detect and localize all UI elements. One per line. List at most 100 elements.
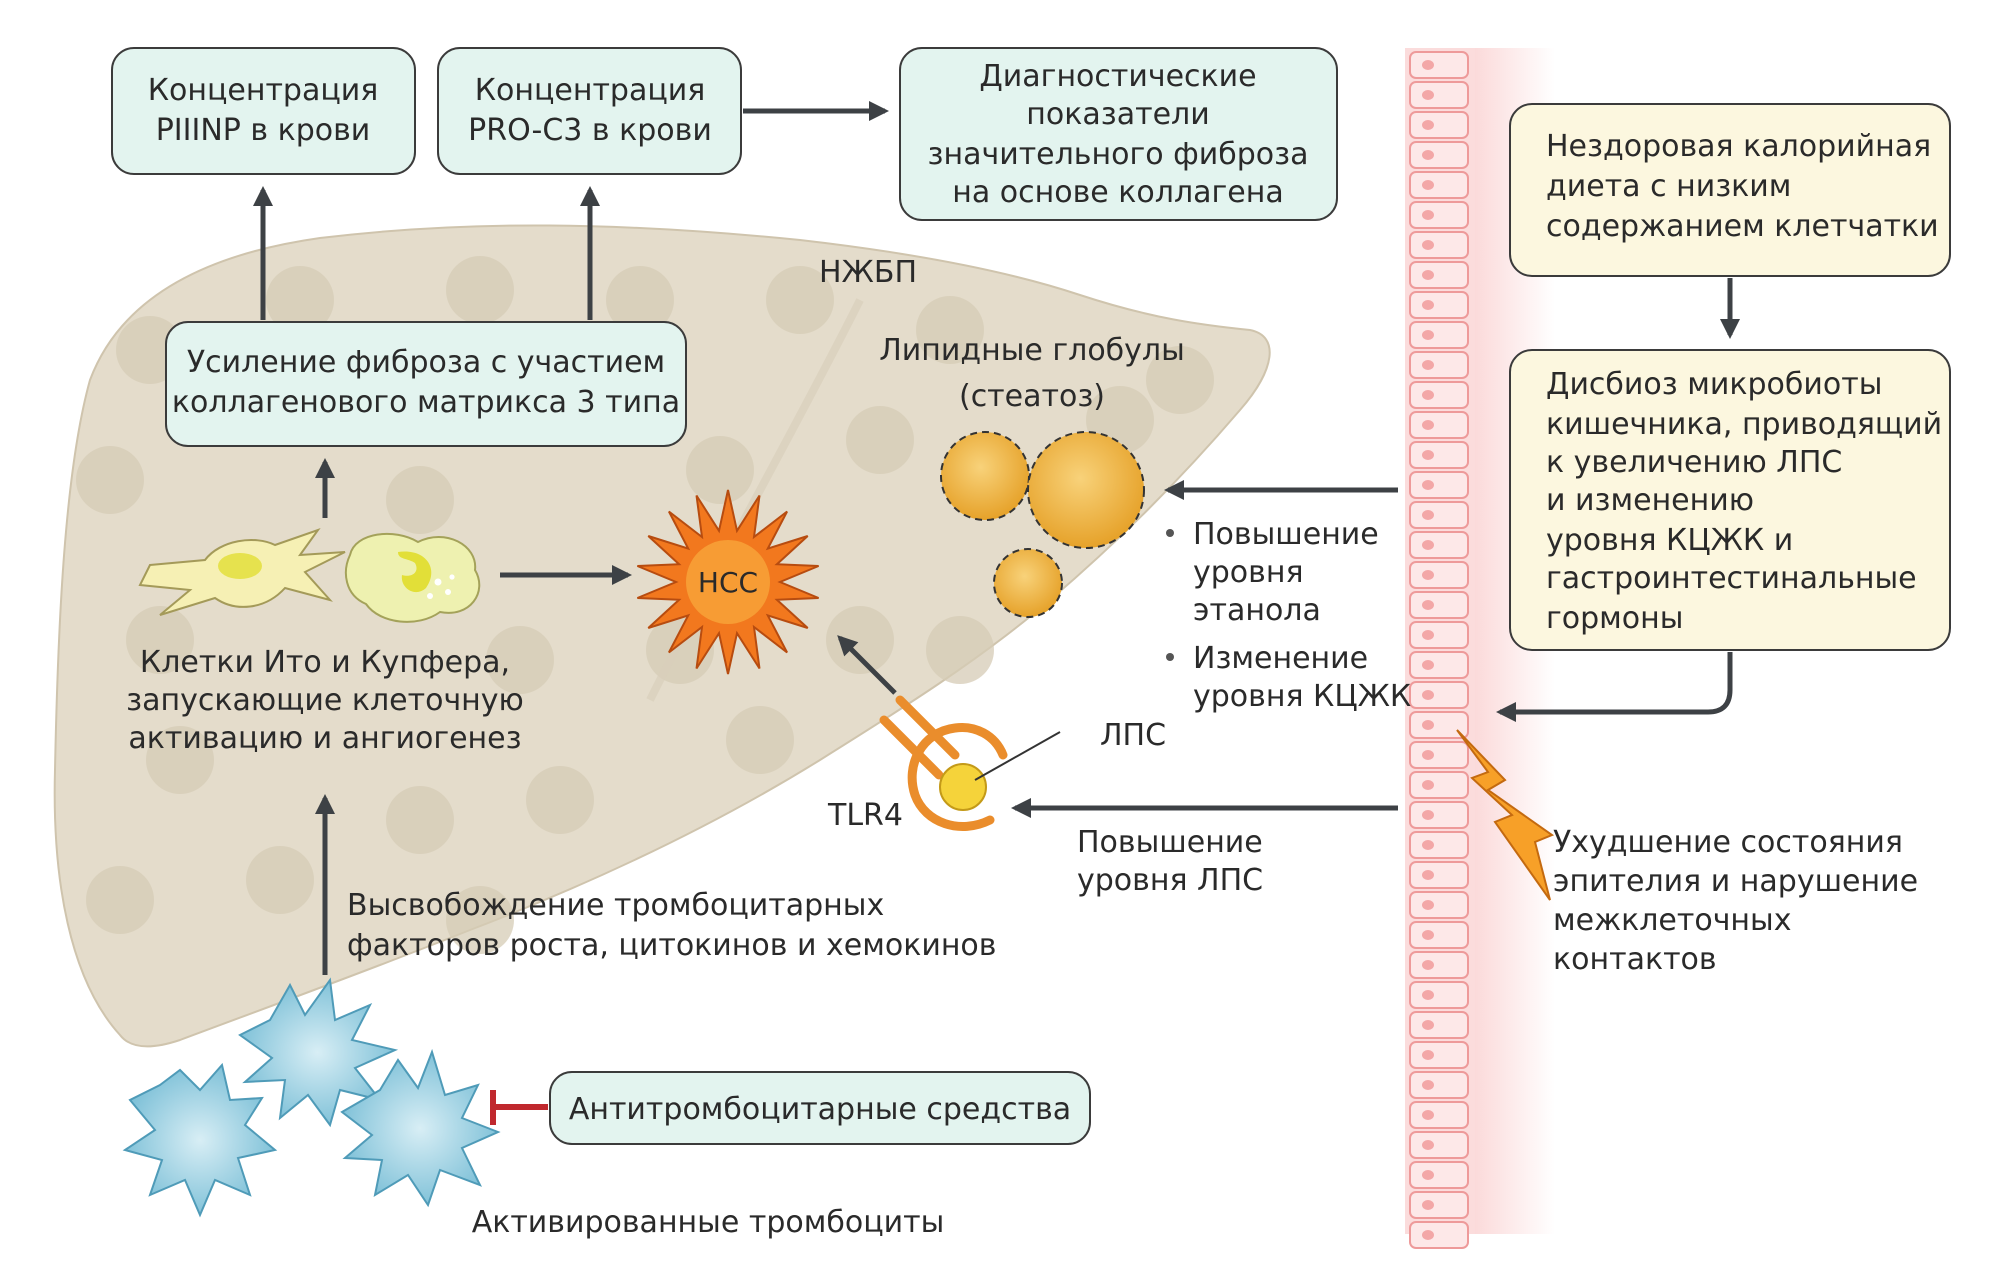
box-diagnostic: Диагностические показатели значительного… <box>899 47 1338 221</box>
proc3-line-2: PRO-C3 в крови <box>468 113 712 148</box>
diet-line-1: Нездоровая калорийная <box>1546 129 1931 164</box>
epithelial-nucleus <box>1422 1020 1434 1030</box>
epithelial-nucleus <box>1422 960 1434 970</box>
epithelial-nucleus <box>1422 510 1434 520</box>
epithelial-nucleus <box>1422 570 1434 580</box>
epithelial-cell <box>1409 921 1469 949</box>
liver-lobule <box>766 266 834 334</box>
diet-line-2: диета с низким <box>1546 169 1791 204</box>
epithelial-cell <box>1409 411 1469 439</box>
arrow-tlr4-to-hcc <box>837 635 897 695</box>
diagnostic-line-3: значительного фиброза <box>928 137 1309 172</box>
epithelial-cell <box>1409 771 1469 799</box>
epithelial-cell <box>1409 561 1469 589</box>
lps-label: ЛПС <box>1100 718 1166 753</box>
dysbiosis-line-1: Дисбиоз микробиоты <box>1546 367 1882 402</box>
epithelial-cell <box>1409 531 1469 559</box>
dysbiosis-line-6: гастроинтестинальные <box>1546 561 1917 596</box>
epithelium-line-1: Ухудшение состояния <box>1553 825 1903 860</box>
epithelial-nucleus <box>1422 1170 1434 1180</box>
epithelial-nucleus <box>1422 1140 1434 1150</box>
epithelium-line-2: эпителия и нарушение <box>1553 864 1918 899</box>
dysbiosis-line-3: к увеличению ЛПС <box>1546 445 1842 480</box>
epithelial-cell <box>1409 501 1469 529</box>
release-line-1: Высвобождение тромбоцитарных <box>347 888 884 923</box>
box-dysbiosis: Дисбиоз микробиоты кишечника, приводящий… <box>1509 349 1951 651</box>
liver-lobule <box>266 266 334 334</box>
proc3-line-1: Концентрация <box>475 73 706 108</box>
hcc-label: HCC <box>698 566 758 599</box>
antiplatelet-label: Антитромбоцитарные средства <box>569 1092 1071 1127</box>
epithelial-cell <box>1409 201 1469 229</box>
dysbiosis-line-5: уровня КЦЖК и <box>1546 523 1793 558</box>
lps-increase-line-2: уровня ЛПС <box>1077 863 1263 898</box>
epithelial-cell <box>1409 651 1469 679</box>
epithelial-cell <box>1409 801 1469 829</box>
piiinp-line-2: PIIINP в крови <box>156 113 371 148</box>
lightning-icon <box>1456 729 1555 901</box>
epithelial-cell <box>1409 1071 1469 1099</box>
epithelial-cell <box>1409 681 1469 709</box>
liver-lobule <box>86 866 154 934</box>
epithelial-nucleus <box>1422 270 1434 280</box>
epithelial-nucleus <box>1422 600 1434 610</box>
epithelial-nucleus <box>1422 540 1434 550</box>
scfa-line-2: уровня КЦЖК <box>1193 679 1411 714</box>
diagnostic-line-4: на основе коллагена <box>952 175 1283 210</box>
epithelial-cell <box>1409 291 1469 319</box>
ito-kupffer-line-1: Клетки Ито и Купфера, <box>140 645 510 680</box>
kupffer-cell <box>344 532 481 623</box>
liver-lobule <box>126 606 194 674</box>
activated-platelets <box>122 977 501 1218</box>
liver-lobule <box>246 846 314 914</box>
fibrosis-line-1: Усиление фиброза с участием <box>187 345 665 380</box>
epithelial-nucleus <box>1422 390 1434 400</box>
box-fibrosis: Усиление фиброза с участием коллагеновог… <box>165 321 687 447</box>
box-proc3: Концентрация PRO-C3 в крови <box>437 47 742 175</box>
ethanol-line-1: Повышение <box>1193 517 1379 552</box>
diagnostic-line-2: показатели <box>1026 97 1209 132</box>
nafld-label: НЖБП <box>819 255 917 290</box>
scfa-line-1: Изменение <box>1193 641 1368 676</box>
box-diet: Нездоровая калорийная диета с низким сод… <box>1509 103 1951 277</box>
epithelial-cell <box>1409 81 1469 109</box>
epithelial-cell <box>1409 471 1469 499</box>
epithelial-nucleus <box>1422 630 1434 640</box>
ito-kupffer-line-3: активацию и ангиогенез <box>128 721 521 756</box>
epithelial-cell <box>1409 711 1469 739</box>
lipid-label-1: Липидные глобулы <box>879 333 1185 368</box>
epithelial-nucleus <box>1422 690 1434 700</box>
epithelial-cell <box>1409 1221 1469 1249</box>
liver-lobule <box>526 766 594 834</box>
liver-lobule <box>686 436 754 504</box>
ito-cell <box>138 528 346 616</box>
dysbiosis-line-7: гормоны <box>1546 601 1683 636</box>
epithelial-nucleus <box>1422 660 1434 670</box>
ethanol-line-3: этанола <box>1193 593 1321 628</box>
epithelial-cell <box>1409 111 1469 139</box>
epithelial-cell <box>1409 891 1469 919</box>
liver-lobule <box>386 786 454 854</box>
liver-lobule <box>446 886 514 954</box>
epithelial-nucleus <box>1422 900 1434 910</box>
liver-lobule <box>446 256 514 324</box>
epithelial-nucleus <box>1422 750 1434 760</box>
epithelial-nucleus <box>1422 1200 1434 1210</box>
epithelial-cell <box>1409 141 1469 169</box>
tlr4-label: TLR4 <box>827 798 903 833</box>
epithelial-nucleus <box>1422 450 1434 460</box>
epithelial-nucleus <box>1422 90 1434 100</box>
epithelial-cell <box>1409 1161 1469 1189</box>
epithelium-line-3: межклеточных <box>1553 903 1791 938</box>
epithelial-cell <box>1409 1041 1469 1069</box>
arrow-dysbiosis-to-intestine <box>1496 652 1733 722</box>
epithelial-nucleus <box>1422 840 1434 850</box>
piiinp-line-1: Концентрация <box>148 73 379 108</box>
liver-lobule <box>1146 346 1214 414</box>
liver-lobule <box>76 446 144 514</box>
liver-lobule <box>486 626 554 694</box>
epithelial-nucleus <box>1422 870 1434 880</box>
epithelial-cell <box>1409 321 1469 349</box>
lps-pointer <box>974 731 1061 781</box>
